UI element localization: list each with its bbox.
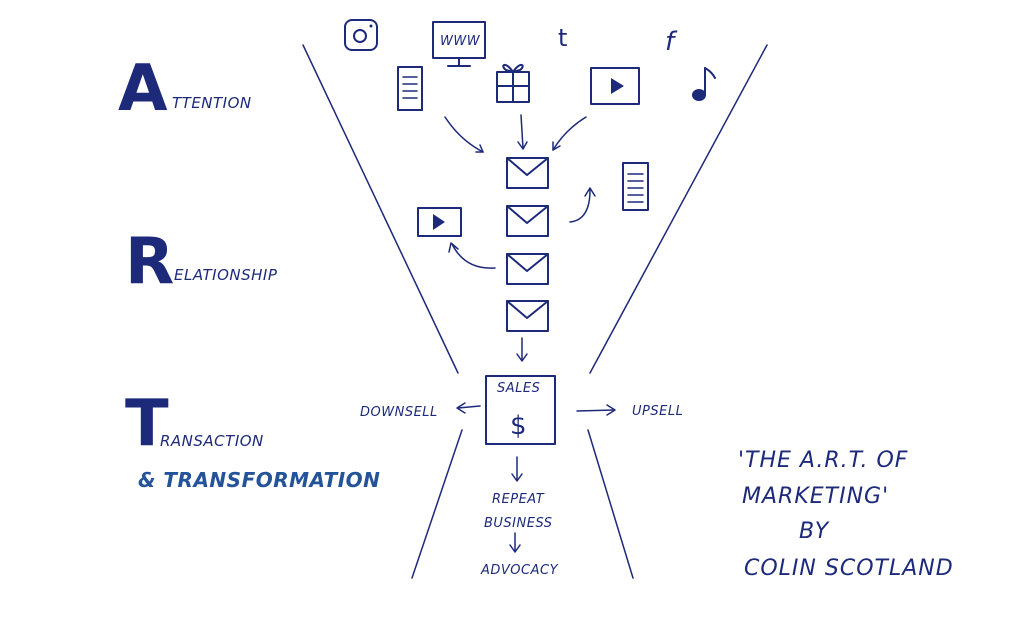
email-envelope-4	[506, 300, 549, 332]
arrowhead-in-center	[517, 141, 528, 150]
arrowhead-to-video	[448, 242, 459, 253]
arrowhead-downsell	[456, 402, 466, 414]
arrow-in-center	[520, 114, 524, 149]
quote-line-3: BY	[799, 519, 830, 544]
email-envelope-2	[506, 205, 549, 237]
document-icon-right	[622, 162, 649, 211]
sales-label: SALES	[497, 381, 540, 396]
business-label: BUSINESS	[484, 516, 553, 531]
arrow-upsell	[576, 409, 615, 412]
website-icon-text: WWW	[440, 34, 481, 49]
video-icon-top	[590, 67, 640, 105]
website-icon: WWW	[432, 21, 486, 67]
document-icon-left	[397, 66, 423, 111]
arrow-in-right	[552, 116, 587, 151]
letter-r: R	[125, 225, 174, 299]
music-note-icon	[692, 67, 716, 101]
instagram-icon	[344, 19, 378, 51]
arrowhead-to-advocacy	[509, 544, 521, 553]
gift-icon	[496, 64, 530, 103]
quote-line-1: 'THE A.R.T. OF	[738, 448, 908, 473]
relationship-label: ELATIONSHIP	[174, 266, 278, 284]
funnel-right-top	[589, 44, 768, 374]
arrowhead-to-sales	[516, 353, 528, 362]
sales-box: SALES $	[485, 375, 556, 445]
advocacy-label: ADVOCACY	[480, 563, 559, 578]
funnel-left-bottom	[411, 429, 463, 579]
arrowhead-upsell	[606, 404, 616, 416]
arrowhead-to-document	[584, 187, 596, 197]
upsell-label: UPSELL	[632, 404, 683, 419]
funnel-right-bottom	[587, 429, 634, 579]
dollar-sign: $	[510, 411, 527, 441]
arrow-to-document	[569, 189, 591, 223]
quote-line-2: MARKETING'	[742, 484, 889, 509]
letter-a: A	[118, 52, 168, 126]
attention-label: TTENTION	[172, 94, 252, 112]
downsell-label: DOWNSELL	[360, 405, 438, 420]
quote-line-4: COLIN SCOTLAND	[744, 556, 954, 581]
arrowhead-to-repeat	[511, 473, 523, 482]
email-envelope-3	[506, 253, 549, 285]
arrow-to-video	[451, 243, 496, 269]
arrowhead-in-left	[475, 144, 484, 153]
repeat-label: REPEAT	[492, 492, 545, 507]
arrow-downsell	[457, 405, 481, 409]
tumblr-icon: t	[558, 24, 567, 52]
email-envelope-1	[506, 157, 549, 189]
facebook-icon: f	[665, 27, 678, 57]
funnel-left-top	[302, 44, 459, 374]
arrowhead-in-right	[552, 141, 561, 151]
transaction-label: RANSACTION	[160, 432, 264, 450]
transformation-label: & TRANSFORMATION	[138, 468, 380, 492]
letter-t: T	[125, 387, 169, 461]
arrow-in-left	[444, 116, 484, 153]
video-icon-side	[417, 207, 462, 237]
